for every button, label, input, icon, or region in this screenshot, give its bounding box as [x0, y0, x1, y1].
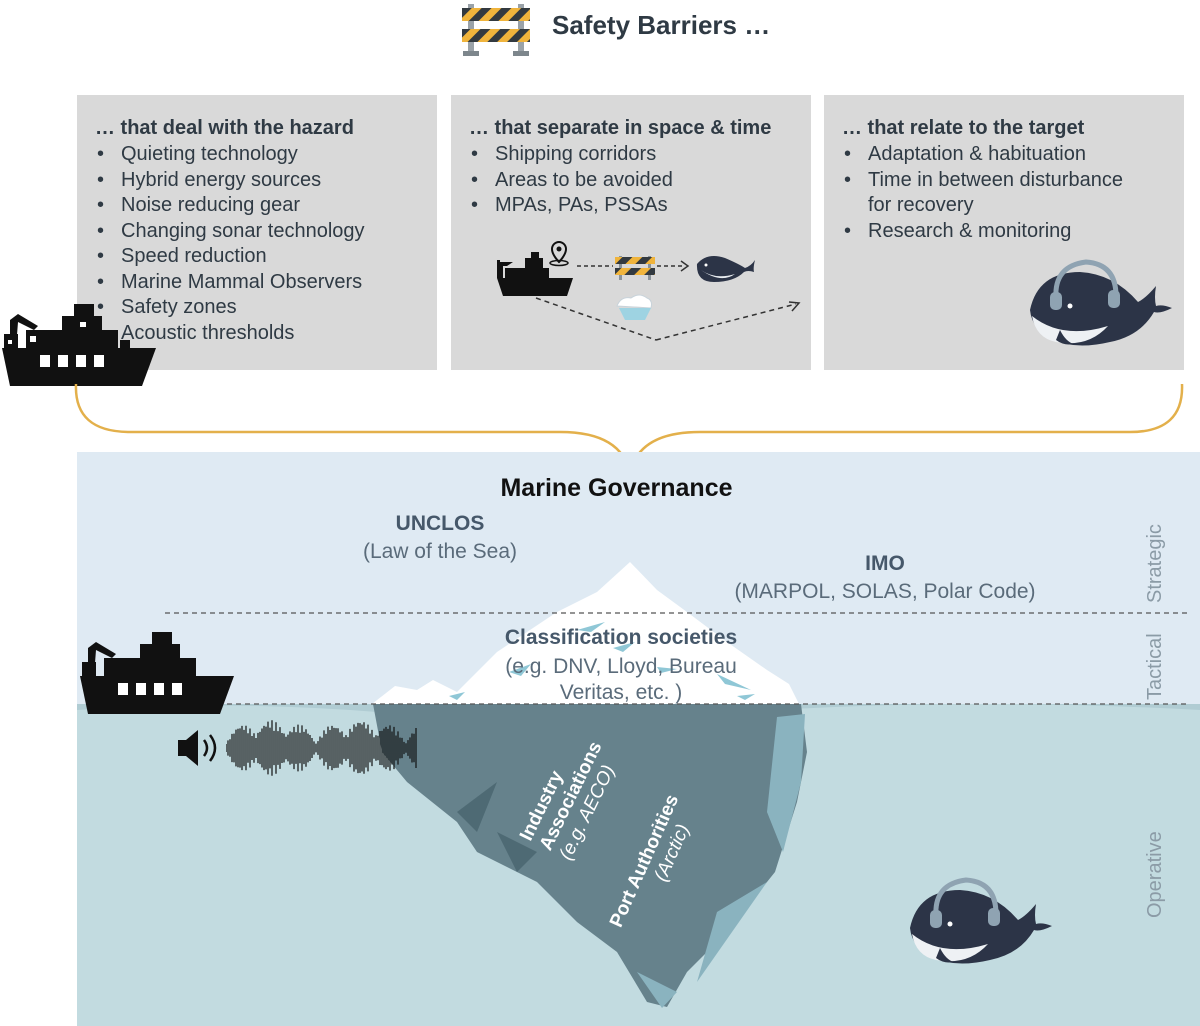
list-item: Areas to be avoided: [469, 168, 673, 194]
level-strategic: Strategic: [1144, 524, 1166, 603]
imo-heading: IMO: [865, 552, 905, 575]
waveform-path: [226, 720, 417, 776]
ship-icon: [2, 304, 156, 386]
list-item: Adaptation & habituation: [842, 142, 1123, 168]
small-whale-icon: [696, 256, 755, 282]
page-title: Safety Barriers …: [552, 10, 771, 40]
unclos-heading: UNCLOS: [395, 512, 485, 535]
classification-heading: Classification societies: [504, 626, 738, 649]
panel-separation: … that separate in space & time Shipping…: [451, 95, 811, 370]
list-item: Research & monitoring: [842, 219, 1123, 245]
list-item: MPAs, PAs, PSSAs: [469, 193, 673, 219]
whale-headphones-icon: [1030, 259, 1172, 346]
location-pin-icon: [549, 240, 569, 267]
separation-list: Shipping corridors Areas to be avoided M…: [469, 142, 673, 219]
imo-subtitle: (MARPOL, SOLAS, Polar Code): [734, 580, 1036, 603]
speaker-icon: [178, 730, 217, 766]
route-diagram: [497, 240, 801, 341]
small-barrier-icon: [615, 256, 655, 280]
small-ship-icon: [497, 252, 573, 296]
unclos-subtitle: (Law of the Sea): [362, 540, 518, 563]
hazard-list: Quieting technology Hybrid energy source…: [95, 142, 365, 346]
whale-underwater-icon: [910, 877, 1052, 964]
level-operative: Operative: [1144, 831, 1166, 918]
list-item: Changing sonar technology: [95, 219, 365, 245]
list-item: Shipping corridors: [469, 142, 673, 168]
list-item: Safety zones: [95, 295, 365, 321]
ship-waterline-icon: [80, 632, 234, 714]
list-item: Quieting technology: [95, 142, 365, 168]
list-item: Marine Mammal Observers: [95, 270, 365, 296]
sound-waveform: [226, 720, 417, 776]
panel-heading: … that relate to the target: [842, 117, 1085, 139]
target-list: Adaptation & habituation Time in between…: [842, 142, 1123, 244]
road-barrier-icon: [462, 4, 530, 56]
level-tactical: Tactical: [1144, 633, 1166, 700]
list-item: Time in between disturbance: [842, 168, 1123, 194]
governance-scene: [77, 452, 1200, 1026]
list-item: Noise reducing gear: [95, 193, 365, 219]
classification-subtitle-2: Veritas, etc. ): [559, 681, 683, 704]
list-item: Speed reduction: [95, 244, 365, 270]
small-iceberg-icon: [616, 294, 652, 320]
list-item: Hybrid energy sources: [95, 168, 365, 194]
list-item-continuation: for recovery: [868, 194, 974, 216]
panel-target: … that relate to the target Adaptation &…: [824, 95, 1184, 370]
panel-hazard: … that deal with the hazard Quieting tec…: [77, 95, 437, 370]
iceberg-top: [372, 562, 799, 704]
classification-subtitle-1: (e.g. DNV, Lloyd, Bureau: [505, 655, 737, 678]
iceberg-underwater: [373, 704, 807, 1007]
governance-title: Marine Governance: [500, 474, 733, 502]
panel-heading: … that deal with the hazard: [95, 117, 354, 139]
panel-heading: … that separate in space & time: [469, 117, 772, 139]
